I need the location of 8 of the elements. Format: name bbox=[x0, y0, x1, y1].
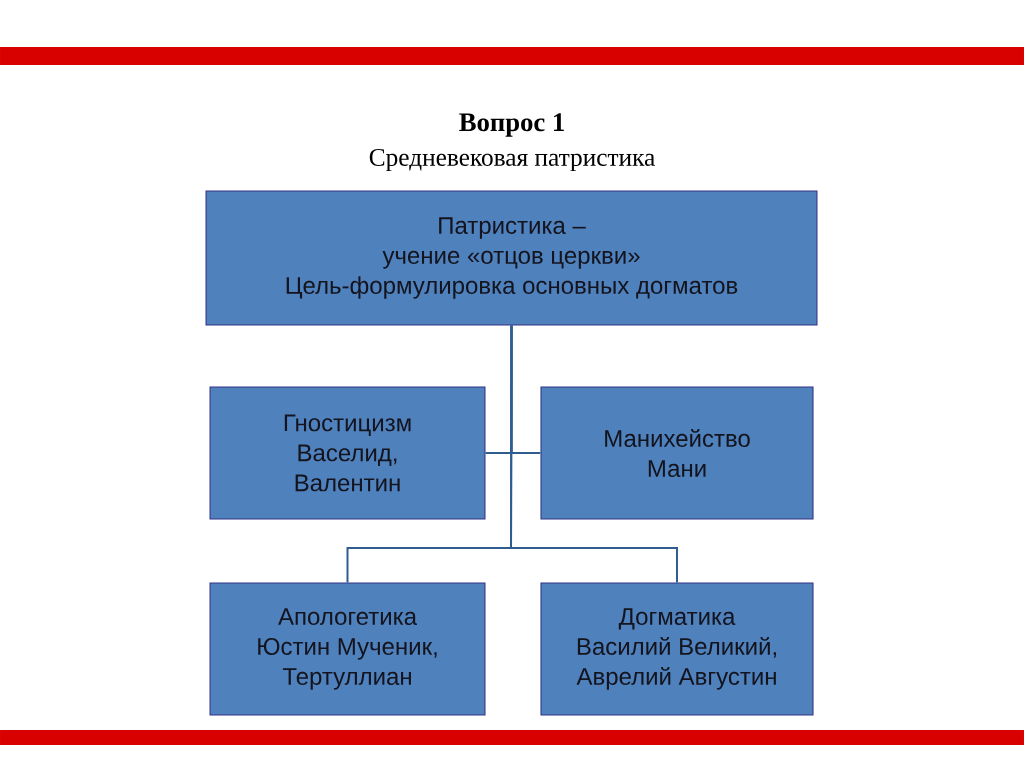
connector-line bbox=[510, 324, 542, 454]
text-box: Апологетика Юстин Мученик, Тертуллиан bbox=[209, 582, 486, 716]
title: Вопрос 1 bbox=[459, 113, 564, 137]
text-box: Патристика – учение «отцов церкви» Цель-формулировка основных догматов bbox=[205, 190, 818, 326]
text-box: Манихейство Мани bbox=[540, 386, 814, 520]
connector-line bbox=[510, 324, 678, 584]
text-box: Гностицизм Васелид, Валентин bbox=[209, 386, 486, 520]
text-box: Догматика Василий Великий, Аврелий Августин bbox=[540, 582, 814, 716]
